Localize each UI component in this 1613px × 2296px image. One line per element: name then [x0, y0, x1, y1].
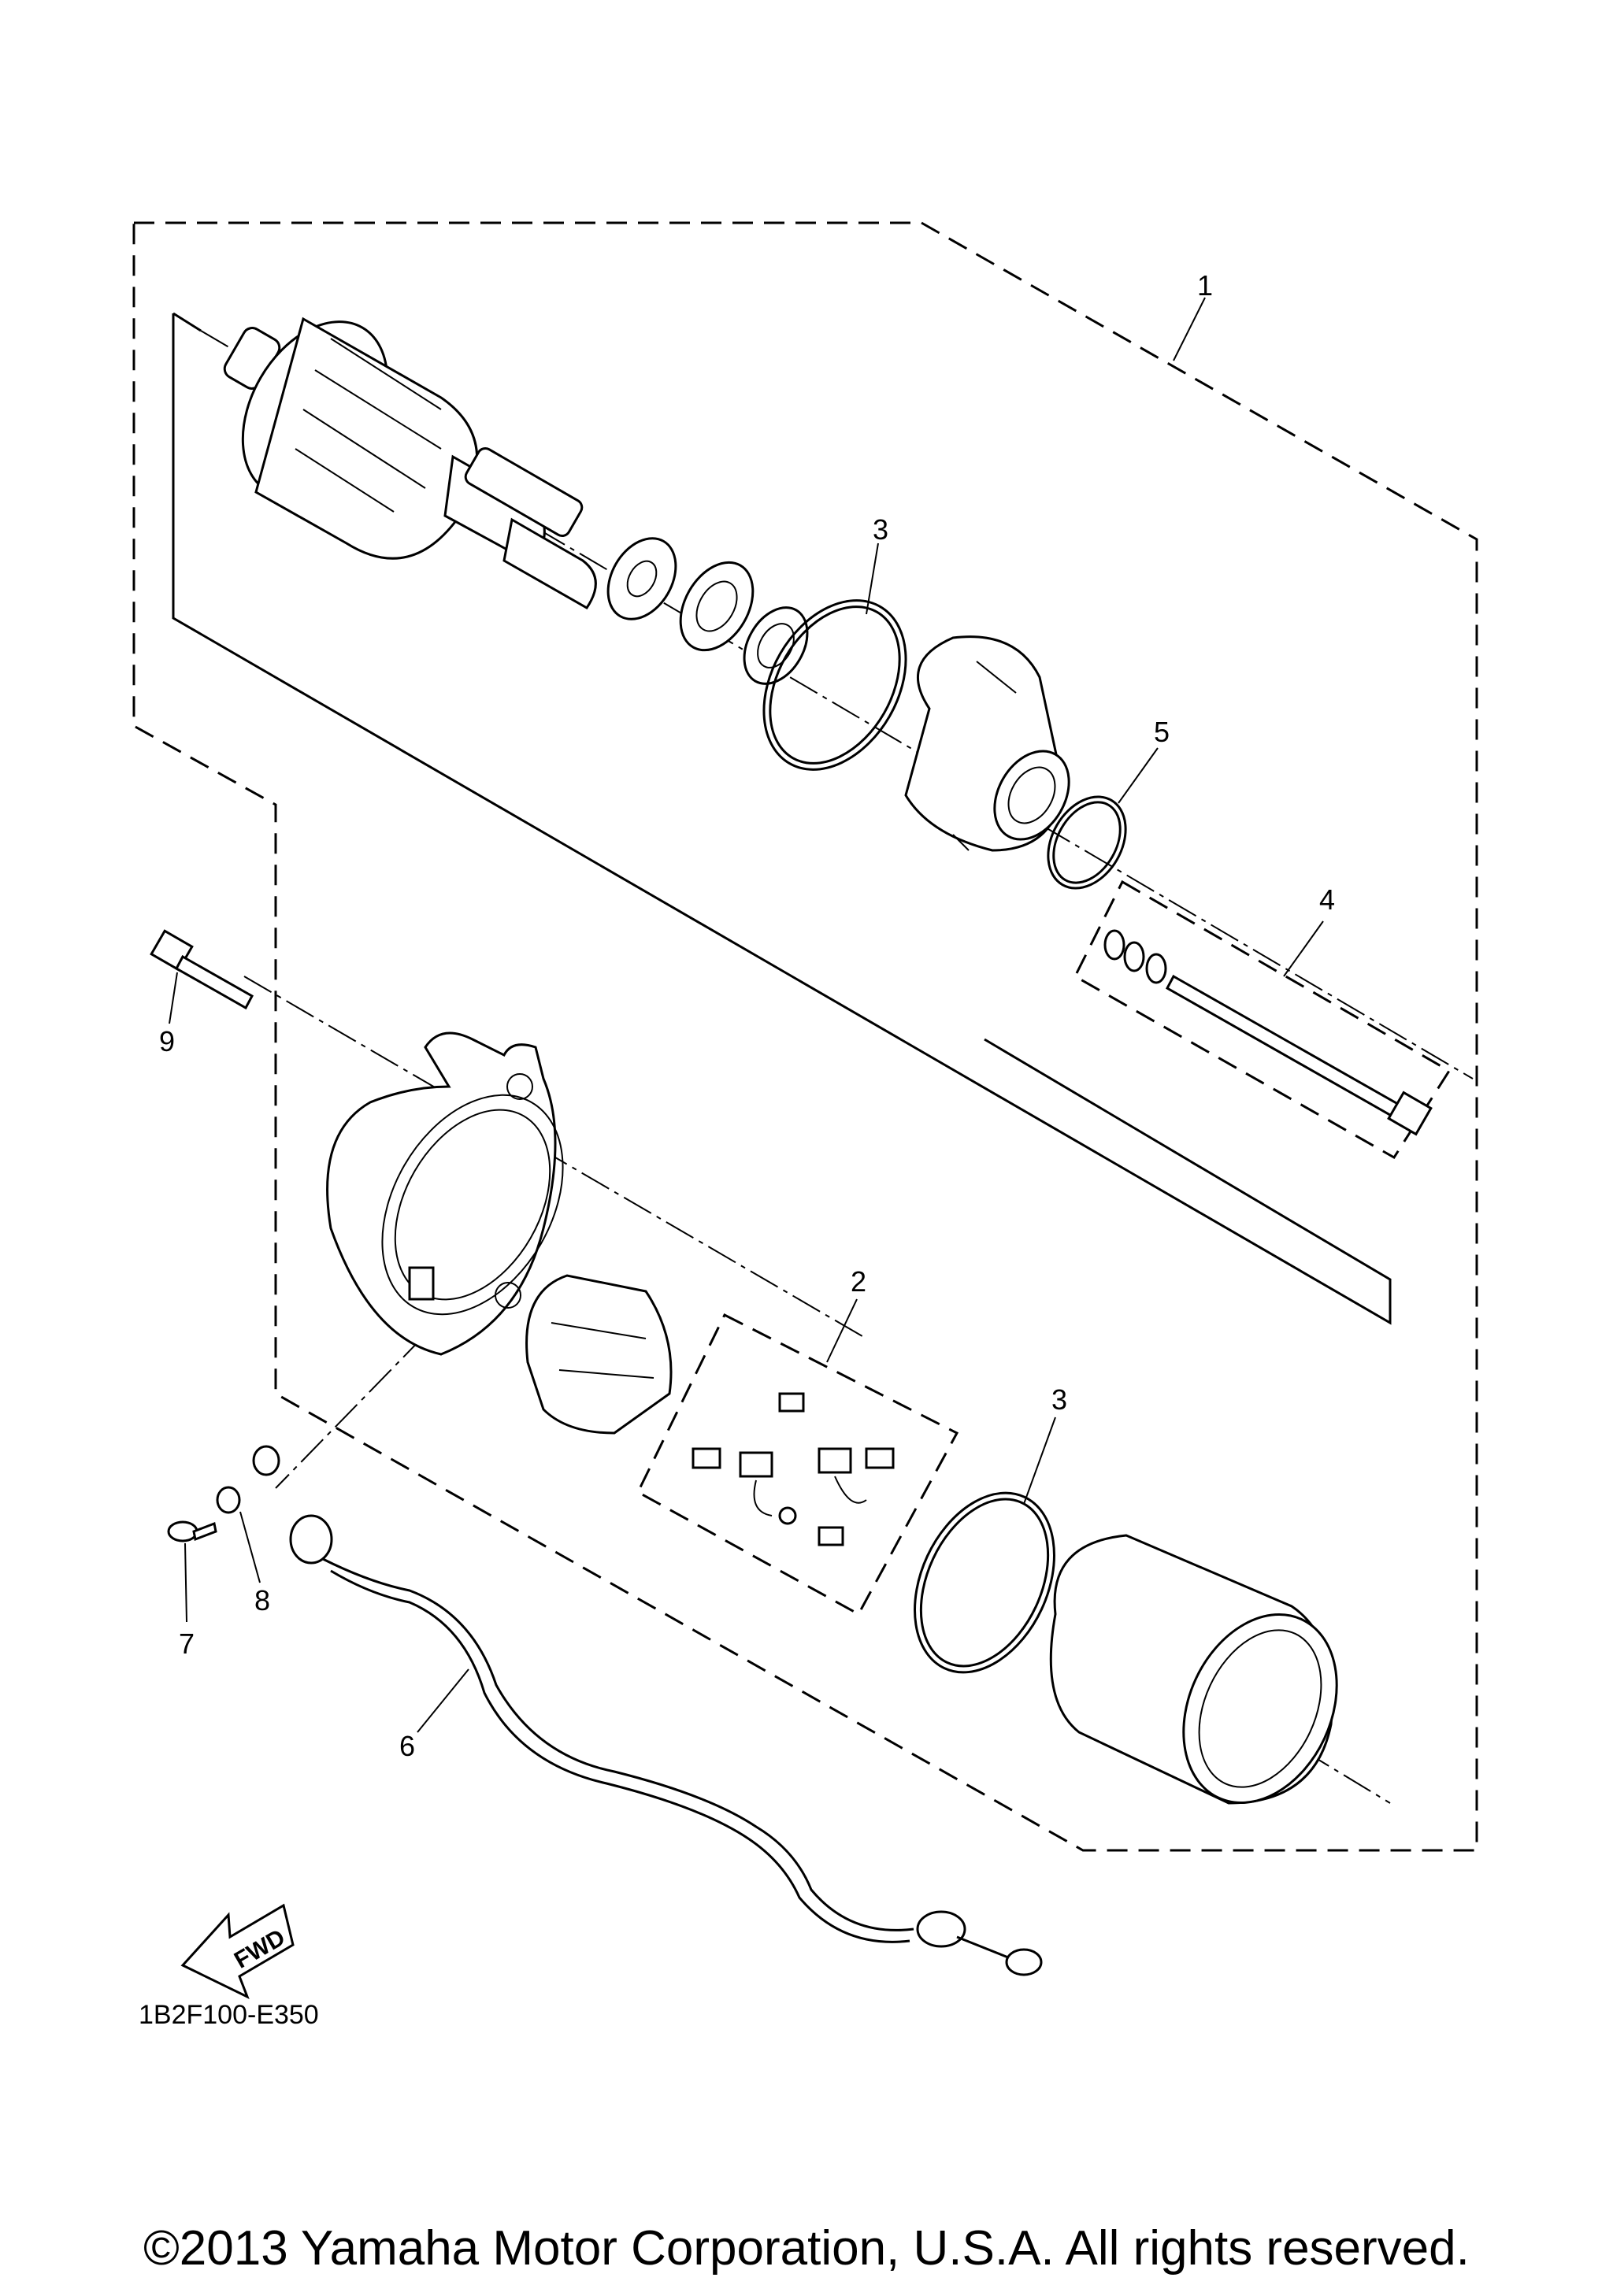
terminal-ring [252, 1445, 280, 1476]
callout-2: 2 [851, 1265, 866, 1298]
callout-7: 7 [179, 1628, 195, 1660]
leader-6 [417, 1668, 469, 1733]
callout-6: 6 [399, 1730, 415, 1762]
bolt-kit-boundary [1073, 880, 1452, 1160]
leader-3a [866, 543, 879, 615]
leader-2 [826, 1298, 858, 1363]
callout-1: 1 [1197, 269, 1213, 302]
assembly-outline-solid [172, 313, 1392, 1325]
assembly-outline-solid-upper [172, 312, 202, 332]
leader-4 [1283, 920, 1324, 977]
callout-5: 5 [1154, 716, 1170, 748]
callout-8: 8 [254, 1584, 270, 1616]
lead-wire [289, 1514, 1043, 1976]
through-bolt [1165, 974, 1404, 1120]
needle-bearing [743, 606, 809, 685]
copyright-notice: ©2013 Yamaha Motor Corporation, U.S.A. A… [143, 2221, 1470, 2276]
thrust-washer [606, 537, 677, 620]
assembly-boundary-dashed [132, 221, 1478, 1852]
fwd-arrow-icon: FWD [180, 1903, 295, 2000]
centerline-lead [275, 1334, 426, 1489]
washer-8 [216, 1486, 241, 1514]
bearing [679, 561, 755, 652]
leader-5 [1118, 747, 1159, 804]
leader-8 [239, 1511, 261, 1583]
callout-4: 4 [1319, 883, 1335, 916]
leader-9 [169, 972, 178, 1024]
screw-7 [167, 1520, 217, 1542]
callout-3-bottom: 3 [1051, 1383, 1067, 1416]
callout-9: 9 [159, 1025, 175, 1057]
leader-3b [1023, 1416, 1056, 1505]
brush-holder [525, 1274, 673, 1435]
o-ring-small [1047, 795, 1127, 890]
o-ring-bottom [914, 1491, 1055, 1674]
yoke [1049, 1534, 1338, 1805]
reference-code: 1B2F100-E350 [139, 2000, 319, 2030]
o-ring-top [762, 599, 907, 771]
brush-kit-boundary [636, 1313, 959, 1616]
leader-7 [184, 1542, 187, 1623]
bolt-9 [150, 929, 254, 1010]
armature [223, 317, 597, 609]
leader-1 [1173, 297, 1206, 361]
callout-3-top: 3 [873, 513, 888, 546]
brush-kit-parts [692, 1392, 895, 1546]
front-cover [904, 635, 1070, 852]
rear-cover [326, 1031, 564, 1356]
